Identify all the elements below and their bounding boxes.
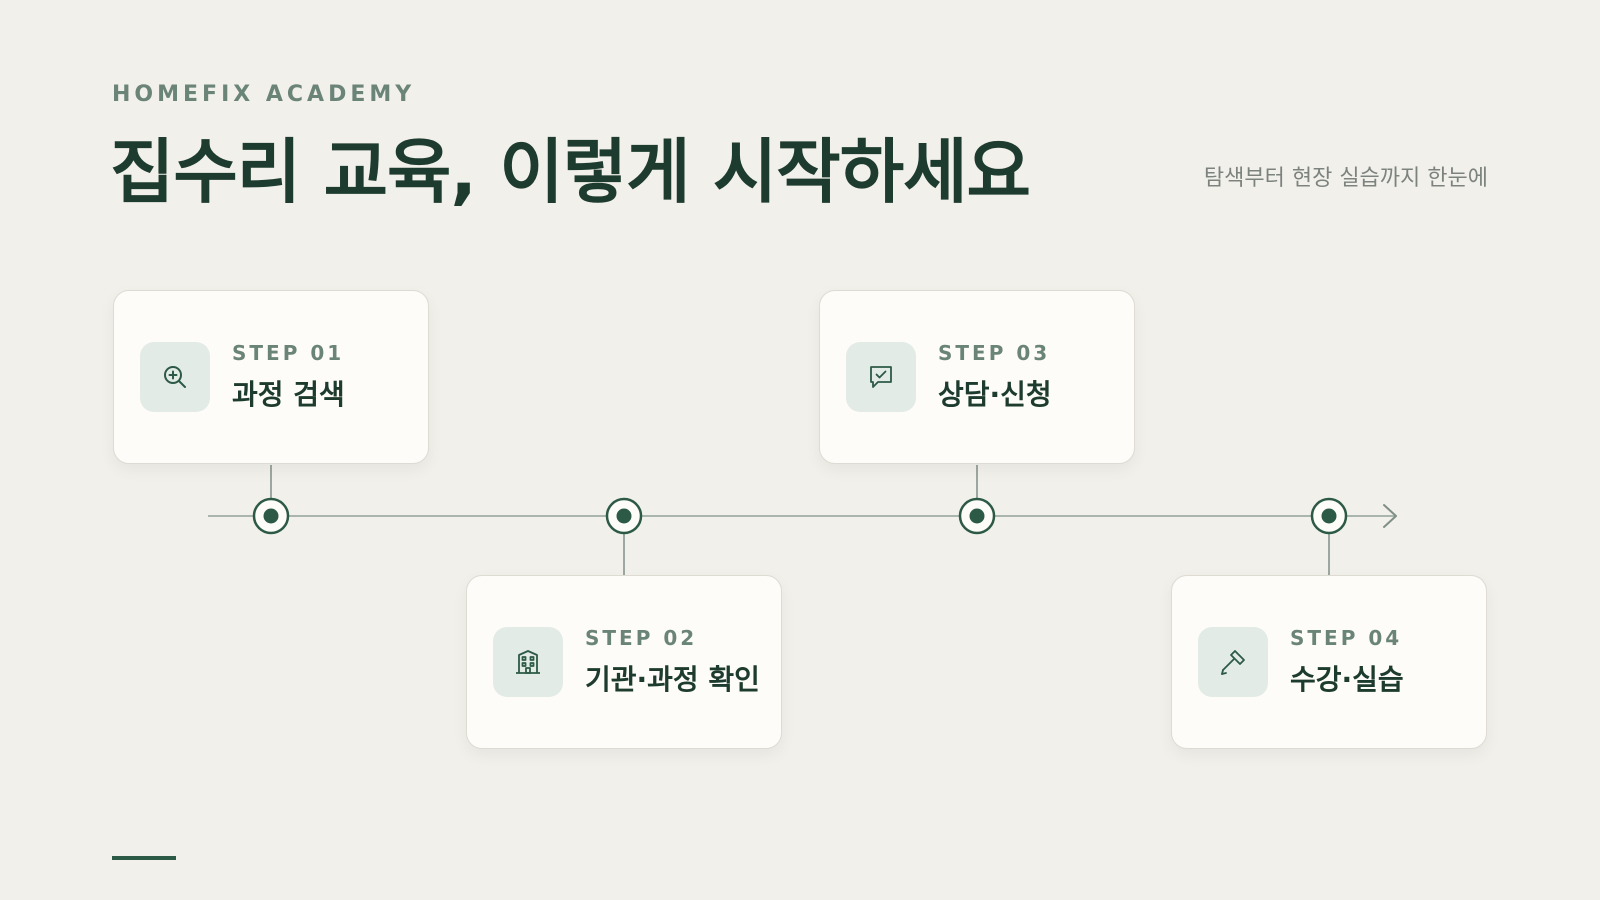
- step-card-2: STEP 02 기관·과정 확인: [466, 575, 782, 749]
- step-card-1: STEP 01 과정 검색: [113, 290, 429, 464]
- step-name: 상담·신청: [938, 378, 1052, 411]
- building-icon: [516, 650, 540, 674]
- step-label: STEP 03: [938, 341, 1051, 365]
- footer-accent-bar: [112, 856, 176, 860]
- timeline-node-4: [1310, 497, 1348, 535]
- step-label: STEP 04: [1290, 626, 1403, 650]
- eyebrow-label: HOMEFIX ACADEMY: [112, 82, 416, 107]
- timeline-node-2: [605, 497, 643, 535]
- step-icon-box: [493, 627, 563, 697]
- timeline-node-1: [252, 497, 290, 535]
- step-name: 과정 검색: [232, 378, 345, 411]
- step-card-4: STEP 04 수강·실습: [1171, 575, 1487, 749]
- step-card-3: STEP 03 상담·신청: [819, 290, 1135, 464]
- timeline-node-3: [958, 497, 996, 535]
- step-name: 기관·과정 확인: [585, 663, 760, 696]
- page-title: 집수리 교육, 이렇게 시작하세요: [110, 131, 1031, 213]
- step-name: 수강·실습: [1290, 663, 1404, 696]
- timeline-arrow-icon: [1383, 504, 1397, 528]
- step-icon-box: [140, 342, 210, 412]
- page-subtitle: 탐색부터 현장 실습까지 한눈에: [1203, 166, 1488, 191]
- chat-check-icon: [870, 366, 892, 388]
- step-icon-box: [846, 342, 916, 412]
- search-zoom-icon: [164, 366, 186, 388]
- hammer-icon: [1221, 650, 1245, 675]
- step-label: STEP 02: [585, 626, 698, 650]
- step-icon-box: [1198, 627, 1268, 697]
- step-label: STEP 01: [232, 341, 345, 365]
